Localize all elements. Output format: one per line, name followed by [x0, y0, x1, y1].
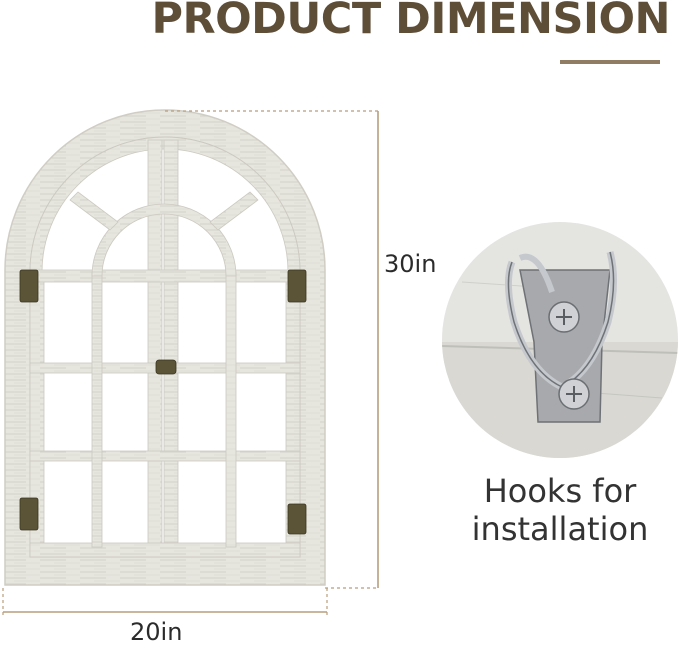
width-label: 20in	[130, 618, 183, 646]
hinge-right-top	[287, 269, 307, 303]
hook-icon	[442, 222, 678, 458]
muntin-col-right	[225, 271, 237, 548]
page-title: PRODUCT DIMENSION	[151, 0, 670, 44]
muntin-row-1	[29, 269, 301, 283]
door-latch	[155, 359, 177, 375]
door-right-stile	[163, 139, 179, 558]
title-underline	[560, 60, 660, 64]
door-bottom-rail	[29, 542, 301, 558]
inner-arch	[91, 203, 237, 277]
window-figure	[2, 109, 379, 618]
hinge-right-bottom	[287, 503, 307, 535]
height-label: 30in	[384, 250, 437, 278]
door-left-stile	[147, 139, 163, 558]
muntin-col-left	[91, 271, 103, 548]
hinge-left-top	[19, 269, 39, 303]
arch-spoke-left	[69, 191, 119, 231]
hinge-left-bottom	[19, 497, 39, 531]
hook-caption: Hooks for installation	[471, 472, 649, 548]
muntin-row-3	[29, 450, 301, 462]
arch-spoke-right	[209, 191, 259, 231]
hook-closeup	[442, 222, 678, 458]
